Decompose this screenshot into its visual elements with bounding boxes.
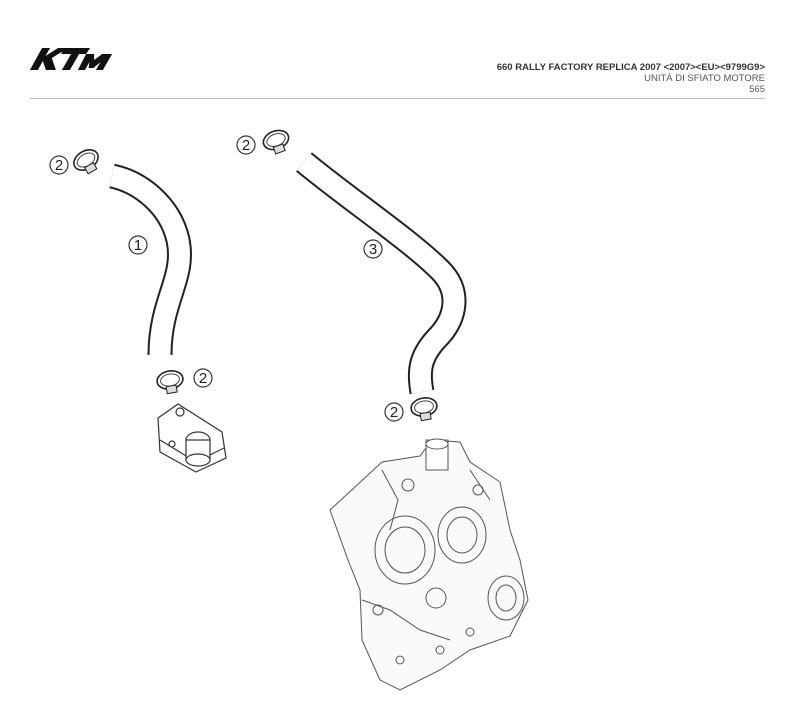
model-line: 660 RALLY FACTORY REPLICA 2007 <2007><EU… [496,62,765,73]
callout-2: 2 [193,368,213,388]
callout-1: 1 [128,235,148,255]
callout-2: 2 [236,135,256,155]
clamp-icon [259,126,294,158]
callout-label: 2 [390,404,398,421]
page-header: 660 RALLY FACTORY REPLICA 2007 <2007><EU… [497,62,765,95]
callout-label: 1 [134,237,142,254]
hose-part-1 [108,163,192,356]
clamp-icon [69,144,105,179]
ktm-logo [30,48,113,70]
breather-fitting [157,403,227,473]
callout-2: 2 [49,155,69,175]
callout-label: 2 [242,137,250,154]
callout-label: 2 [199,370,207,387]
callout-label: 3 [369,241,377,258]
section-title: UNITÀ DI SFIATO MOTORE [644,73,765,84]
callout-3: 3 [363,239,383,259]
clamp-icon [154,368,186,396]
header-divider [30,98,765,99]
hose-part-3 [296,152,467,395]
callout-2: 2 [384,402,404,422]
callout-label: 2 [55,157,63,174]
engine-cover [329,438,529,691]
page-number: 565 [749,84,765,95]
clamp-icon [408,395,440,423]
